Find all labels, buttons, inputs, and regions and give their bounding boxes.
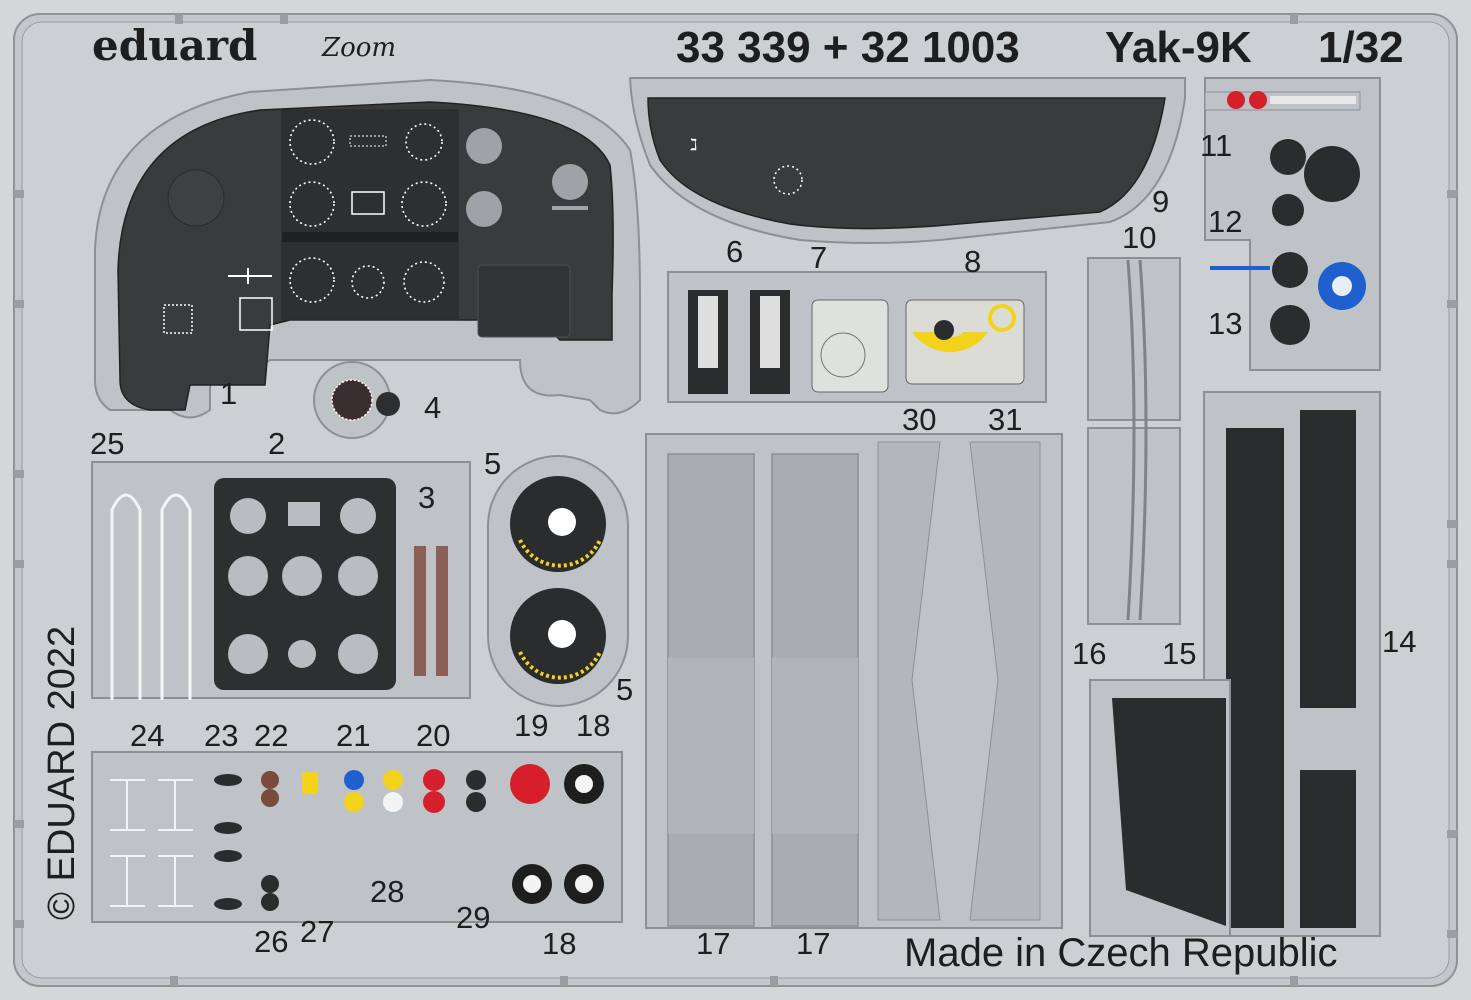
part-label-17b: 17 xyxy=(796,926,830,961)
parts-11-13 xyxy=(1204,77,1381,371)
part-label-4: 4 xyxy=(424,390,441,425)
part-4-dial xyxy=(313,361,400,439)
parts-2-3-25 xyxy=(91,461,471,700)
part-label-5a: 5 xyxy=(484,446,501,481)
brand-logo: eduard xyxy=(92,21,257,70)
parts-17-30-31 xyxy=(645,433,1063,929)
part-label-6: 6 xyxy=(726,234,743,269)
part-label-24: 24 xyxy=(130,718,164,753)
parts-14-15-16 xyxy=(1089,391,1381,937)
scale-label: 1/32 xyxy=(1318,23,1404,72)
part-label-26: 26 xyxy=(254,924,288,959)
part-label-9: 9 xyxy=(1152,184,1169,219)
made-in-label: Made in Czech Republic xyxy=(904,931,1338,975)
part-label-16: 16 xyxy=(1072,636,1106,671)
part-label-29: 29 xyxy=(456,900,490,935)
part-label-31: 31 xyxy=(988,402,1022,437)
part-label-19: 19 xyxy=(514,708,548,743)
part-label-5b: 5 xyxy=(616,672,633,707)
part-label-12: 12 xyxy=(1208,204,1242,239)
svg-text:ℷ: ℷ xyxy=(690,137,697,154)
part-number-labels: 1 2 3 4 5 5 6 7 8 9 10 11 12 13 14 15 16… xyxy=(90,128,1416,961)
part-label-10: 10 xyxy=(1122,220,1156,255)
frame-gates xyxy=(14,14,1457,986)
part-label-11: 11 xyxy=(1200,128,1232,163)
part-label-27: 27 xyxy=(300,914,334,949)
parts-6-7-8 xyxy=(667,271,1047,403)
copyright-label: © EDUARD 2022 xyxy=(41,626,83,920)
part-label-18a: 18 xyxy=(576,708,610,743)
part-label-20: 20 xyxy=(416,718,450,753)
part-label-3: 3 xyxy=(418,480,435,515)
part-label-25: 25 xyxy=(90,426,124,461)
part-label-15: 15 xyxy=(1162,636,1196,671)
part-label-22: 22 xyxy=(254,718,288,753)
model-name: Yak-9K xyxy=(1105,23,1252,72)
part-label-30: 30 xyxy=(902,402,936,437)
part-label-7: 7 xyxy=(810,240,827,275)
part-label-13: 13 xyxy=(1208,306,1242,341)
part-label-17a: 17 xyxy=(696,926,730,961)
part-5-dials xyxy=(487,455,629,707)
set-numbers: 33 339 + 32 1003 xyxy=(676,23,1020,72)
part-label-1: 1 xyxy=(220,376,237,411)
part-label-23: 23 xyxy=(204,718,238,753)
parts-18-29-knobs xyxy=(91,751,623,923)
zoom-logo: Zoom xyxy=(321,33,396,63)
part-label-14: 14 xyxy=(1382,624,1416,659)
part-label-21: 21 xyxy=(336,718,370,753)
part-label-8: 8 xyxy=(964,244,981,279)
part-1-instrument-panel xyxy=(94,78,641,419)
glare-shield-panel: ℷ xyxy=(628,77,1186,244)
part-label-18b: 18 xyxy=(542,926,576,961)
parts-9-10 xyxy=(1087,257,1181,625)
part-label-28: 28 xyxy=(370,874,404,909)
part-label-2: 2 xyxy=(268,426,285,461)
